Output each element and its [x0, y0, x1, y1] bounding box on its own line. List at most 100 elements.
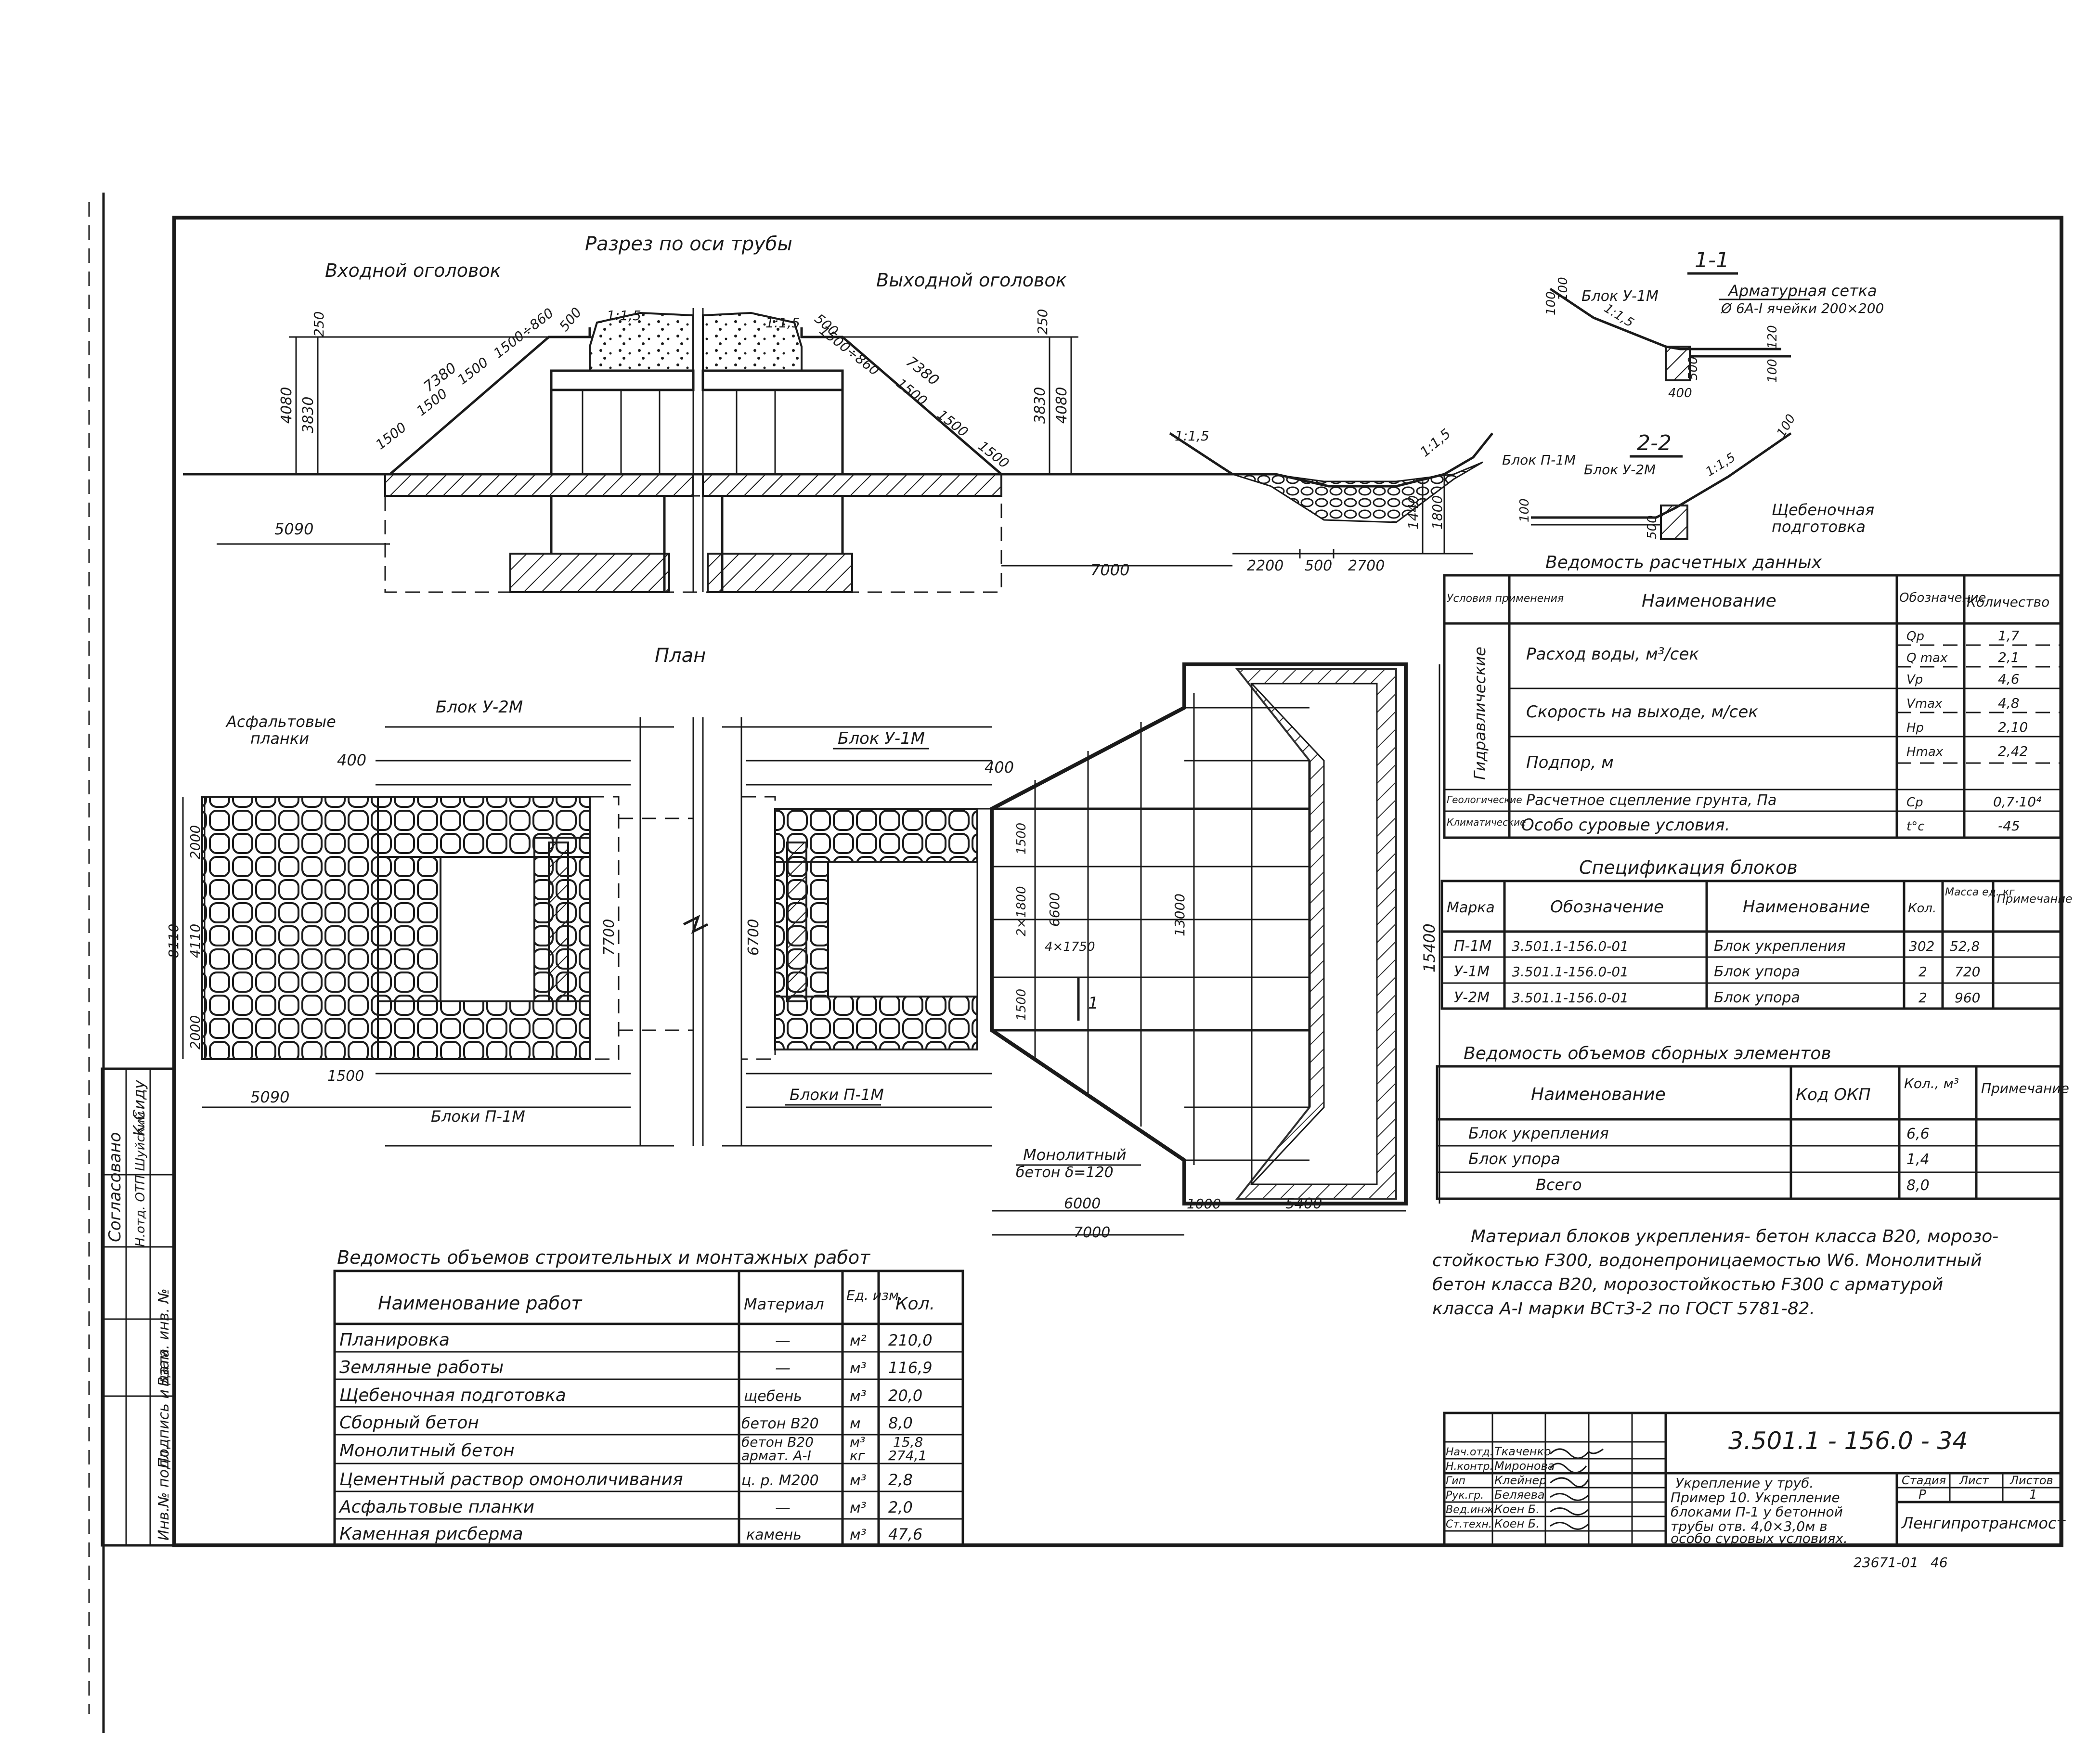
stamp-desc-2: Пример 10. Укрепление: [1671, 1490, 1840, 1505]
plan-view: План Асфальтовые планки Блок У-2М Блок У…: [166, 645, 1440, 1241]
works-r3-name: Сборный бетон: [339, 1413, 479, 1433]
section-1-1-mesh2: Ø 6А-I ячейки 200×200: [1721, 300, 1884, 316]
section-along-pipe: Разрез по оси трубы Входной оголовок Вых…: [183, 233, 1493, 593]
section-2-2-title: 2-2: [1637, 431, 1672, 455]
stamp-archive: 23671-01: [1854, 1555, 1919, 1570]
section-2-2: 2-2 Блок П-1М Блок У-2М Щебеночная подго…: [1502, 412, 1874, 540]
side-agreed-sign: К.Сиду: [130, 1079, 148, 1136]
stamp-role-1: Н.контр.: [1446, 1461, 1493, 1473]
calc-row3-val: 4,8: [1998, 695, 2020, 711]
section-1-1-d400: 400: [1668, 386, 1692, 401]
dim-3830-right: 3830: [1032, 387, 1049, 424]
calc-row3-sym: Vmax: [1906, 697, 1943, 711]
plan-blocks-p2: Блоки П-1М: [790, 1086, 884, 1104]
section-1-1-block: Блок У-1М: [1581, 288, 1659, 305]
works-r2-unit: м³: [850, 1388, 867, 1405]
prefab-table: Ведомость объемов сборных элементов Наим…: [1436, 1044, 2069, 1200]
plan-dim-13000: 13000: [1172, 894, 1188, 936]
outlet-label: Выходной оголовок: [876, 270, 1067, 291]
spec-r1-code: 3.501.1-156.0-01: [1512, 964, 1629, 980]
prefab-r1-qty: 1,4: [1906, 1151, 1930, 1168]
works-r2-name: Щебеночная подготовка: [339, 1386, 566, 1405]
binding-margin: [88, 193, 105, 1733]
plan-dim-400-right: 400: [985, 758, 1014, 777]
works-r7-qty: 47,6: [888, 1525, 922, 1543]
works-r4-mat: бетон В20: [741, 1434, 814, 1450]
plan-dim-6600: 6600: [1047, 893, 1063, 927]
works-r5-mat: ц. р. М200: [741, 1472, 819, 1489]
stamp-stage-header: Стадия: [1902, 1474, 1946, 1487]
side-stamp: Согласовано Н.отд. ОТП Шуйский К.Сиду Вз…: [101, 1067, 176, 1547]
note-line4: класса А-I марки ВСт3-2 по ГОСТ 5781-82.: [1432, 1299, 1815, 1319]
plan-mono2: бетон δ=120: [1016, 1164, 1114, 1181]
works-r5-unit: м³: [850, 1472, 867, 1489]
dim-250-left: 250: [311, 311, 327, 337]
calc-hdr-qty: Количество: [1967, 594, 2049, 610]
stamp-stage: Р: [1919, 1488, 1926, 1502]
spec-hdr-note: Примечание: [1997, 892, 2073, 906]
spec-hdr-mark: Марка: [1447, 899, 1495, 916]
calc-group-hydro: Гидравлические: [1471, 647, 1489, 780]
dim-slope-ch-right: 1:1,5: [1417, 426, 1453, 460]
section-1-1-d120: 120: [1765, 325, 1780, 349]
works-r4-qty: 15,8: [893, 1434, 923, 1450]
works-hdr-qty: Кол.: [895, 1294, 935, 1314]
prefab-hdr-code: Код ОКП: [1796, 1085, 1871, 1104]
calc-row1-sym: Q max: [1906, 651, 1948, 665]
works-title: Ведомость объемов строительных и монтажн…: [337, 1247, 871, 1268]
works-r6-unit: м³: [850, 1500, 867, 1516]
prefab-r1-name: Блок упора: [1468, 1150, 1560, 1168]
dim-2700: 2700: [1348, 557, 1385, 574]
plan-dim-8110: 8110: [166, 924, 181, 958]
stamp-name-5: Коен Б.: [1494, 1517, 1540, 1530]
works-r6-qty: 2,0: [888, 1498, 913, 1516]
works-r0-unit: м²: [850, 1333, 867, 1349]
plan-block-u1: Блок У-1М: [838, 729, 925, 748]
spec-hdr-qty: Кол.: [1908, 901, 1936, 916]
stamp-name-1: Миронова: [1494, 1459, 1555, 1473]
plan-block-u2: Блок У-2М: [436, 698, 523, 717]
prefab-r2-qty: 8,0: [1906, 1177, 1930, 1194]
dim-500-ch: 500: [1305, 557, 1332, 574]
works-r2-qty: 20,0: [888, 1386, 922, 1405]
works-r1-name: Земляные работы: [339, 1358, 504, 1377]
prefab-r0-qty: 6,6: [1906, 1126, 1930, 1142]
dim-4080-left: 4080: [278, 387, 295, 424]
section-2-2-d500: 500: [1645, 515, 1659, 539]
dim-500-left: 500: [556, 304, 585, 334]
works-r0-name: Планировка: [339, 1330, 450, 1350]
section-1-1-d500: 500: [1686, 356, 1700, 380]
plan-dim-6000: 6000: [1064, 1195, 1101, 1212]
section-title: Разрез по оси трубы: [585, 233, 792, 255]
side-inv: Инв.№ подл.: [156, 1446, 172, 1541]
section-2-2-block-p: Блок П-1М: [1502, 452, 1576, 468]
stamp-signature-6: [1550, 1522, 1590, 1530]
plan-asphalt2: планки: [250, 729, 309, 748]
spec-hdr-code: Обозначение: [1550, 897, 1664, 917]
plan-dim-4110: 4110: [187, 924, 203, 958]
plan-dim-7700: 7700: [601, 919, 618, 956]
calc-row0-sym: Qp: [1906, 629, 1924, 644]
stamp-name-3: Беляева: [1494, 1488, 1545, 1502]
stamp-page: 46: [1931, 1555, 1948, 1570]
calc-row7-sym: t°c: [1906, 819, 1925, 834]
side-replace: Взам. инв. №: [156, 1288, 172, 1386]
stamp-role-0: Нач.отд.: [1446, 1446, 1493, 1458]
prefab-title: Ведомость объемов сборных элементов: [1464, 1044, 1831, 1063]
works-r7-mat: камень: [746, 1527, 802, 1543]
calc-row5-val: 2,42: [1998, 743, 2028, 759]
dim-slope-ch-left: 1:1,5: [1175, 428, 1209, 444]
stamp-code: 3.501.1 - 156.0 - 34: [1728, 1427, 1968, 1455]
section-2-2-d100b: 100: [1774, 412, 1799, 440]
stamp-signature-2: [1549, 1463, 1587, 1474]
stamp-org: Ленгипротрансмост: [1901, 1514, 2066, 1532]
stamp-role-2: Гип: [1446, 1475, 1465, 1487]
stamp-name-2: Клейнер: [1494, 1474, 1546, 1487]
works-r7-unit: м³: [850, 1527, 867, 1543]
stamp-name-4: Коен Б.: [1494, 1503, 1540, 1516]
works-hdr-name: Наименование работ: [378, 1293, 583, 1314]
stamp-name-0: Ткаченко: [1494, 1445, 1551, 1458]
calc-row4-val: 2,10: [1998, 719, 2028, 735]
note-line1: Материал блоков укрепления- бетон класса…: [1471, 1227, 1998, 1246]
calc-group-geo: Геологические: [1447, 794, 1522, 805]
